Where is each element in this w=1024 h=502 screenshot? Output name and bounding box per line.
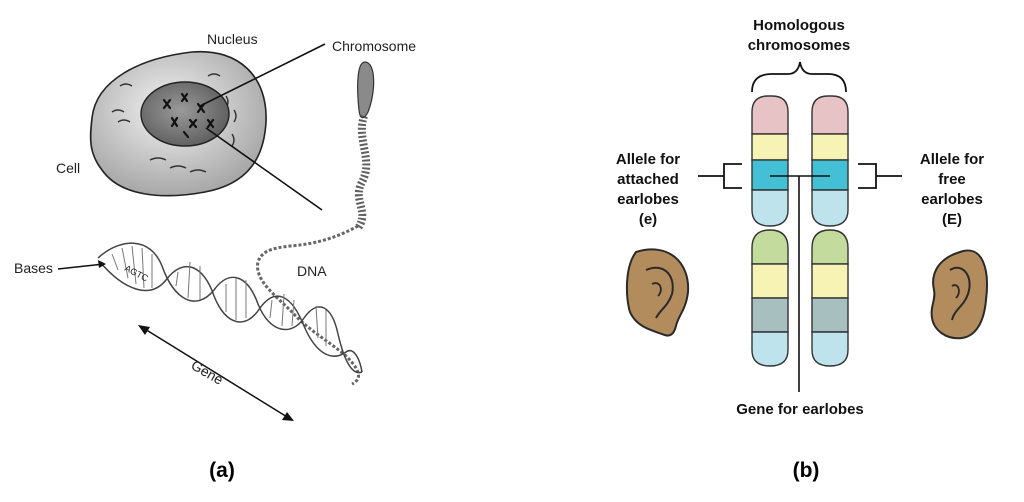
panel-b-caption: (b) bbox=[793, 459, 820, 482]
cell-illustration bbox=[89, 50, 267, 197]
cell-label: Cell bbox=[56, 160, 80, 176]
chromosome-label: Chromosome bbox=[332, 38, 416, 54]
double-helix bbox=[97, 242, 363, 374]
panel-a: Nucleus Chromosome Cell DNA bbox=[14, 31, 416, 482]
bases-sequence: AGTC bbox=[123, 263, 150, 284]
homologous-label-line1: Homologous bbox=[753, 17, 845, 34]
bases-label: Bases bbox=[14, 260, 53, 276]
nucleus-chromosomes bbox=[162, 92, 215, 139]
free-earlobe-icon bbox=[930, 249, 988, 340]
bases-arrow bbox=[57, 263, 105, 270]
left-allele-line1: Allele for bbox=[616, 151, 680, 168]
gene-arrow bbox=[138, 325, 294, 421]
chromosome-right bbox=[811, 95, 849, 367]
left-allele-bracket bbox=[698, 163, 742, 189]
dna-strand bbox=[256, 224, 361, 386]
chromosome-left bbox=[751, 95, 789, 367]
right-allele-line1: Allele for bbox=[920, 151, 984, 168]
panel-b: Homologous chromosomes bbox=[616, 17, 988, 482]
nucleus-label: Nucleus bbox=[207, 31, 258, 47]
right-allele-line3: earlobes bbox=[921, 191, 983, 208]
allele-band-right bbox=[811, 159, 849, 191]
homologous-label-line2: chromosomes bbox=[748, 37, 851, 54]
left-allele-line3: earlobes bbox=[617, 191, 679, 208]
right-allele-line2: free bbox=[938, 171, 966, 188]
attached-earlobe-icon bbox=[625, 248, 690, 337]
bases-arrowhead bbox=[98, 260, 106, 268]
homologous-brace bbox=[751, 61, 847, 93]
dna-label: DNA bbox=[297, 263, 327, 279]
gene-for-earlobes-label: Gene for earlobes bbox=[736, 401, 864, 418]
allele-band-left bbox=[751, 159, 789, 191]
organelles bbox=[111, 73, 237, 173]
gene-connector bbox=[770, 175, 830, 392]
right-allele-bracket bbox=[858, 163, 902, 189]
panel-a-caption: (a) bbox=[209, 459, 235, 482]
left-allele-line2: attached bbox=[617, 171, 679, 188]
chromosome-pointer-line bbox=[199, 43, 326, 107]
dna-zoom-line bbox=[205, 127, 323, 211]
left-allele-line4: (e) bbox=[639, 211, 657, 228]
condensed-chromosome bbox=[354, 61, 375, 231]
nucleus bbox=[140, 81, 230, 147]
gene-label: Gene bbox=[189, 357, 227, 388]
right-allele-line4: (E) bbox=[942, 211, 962, 228]
